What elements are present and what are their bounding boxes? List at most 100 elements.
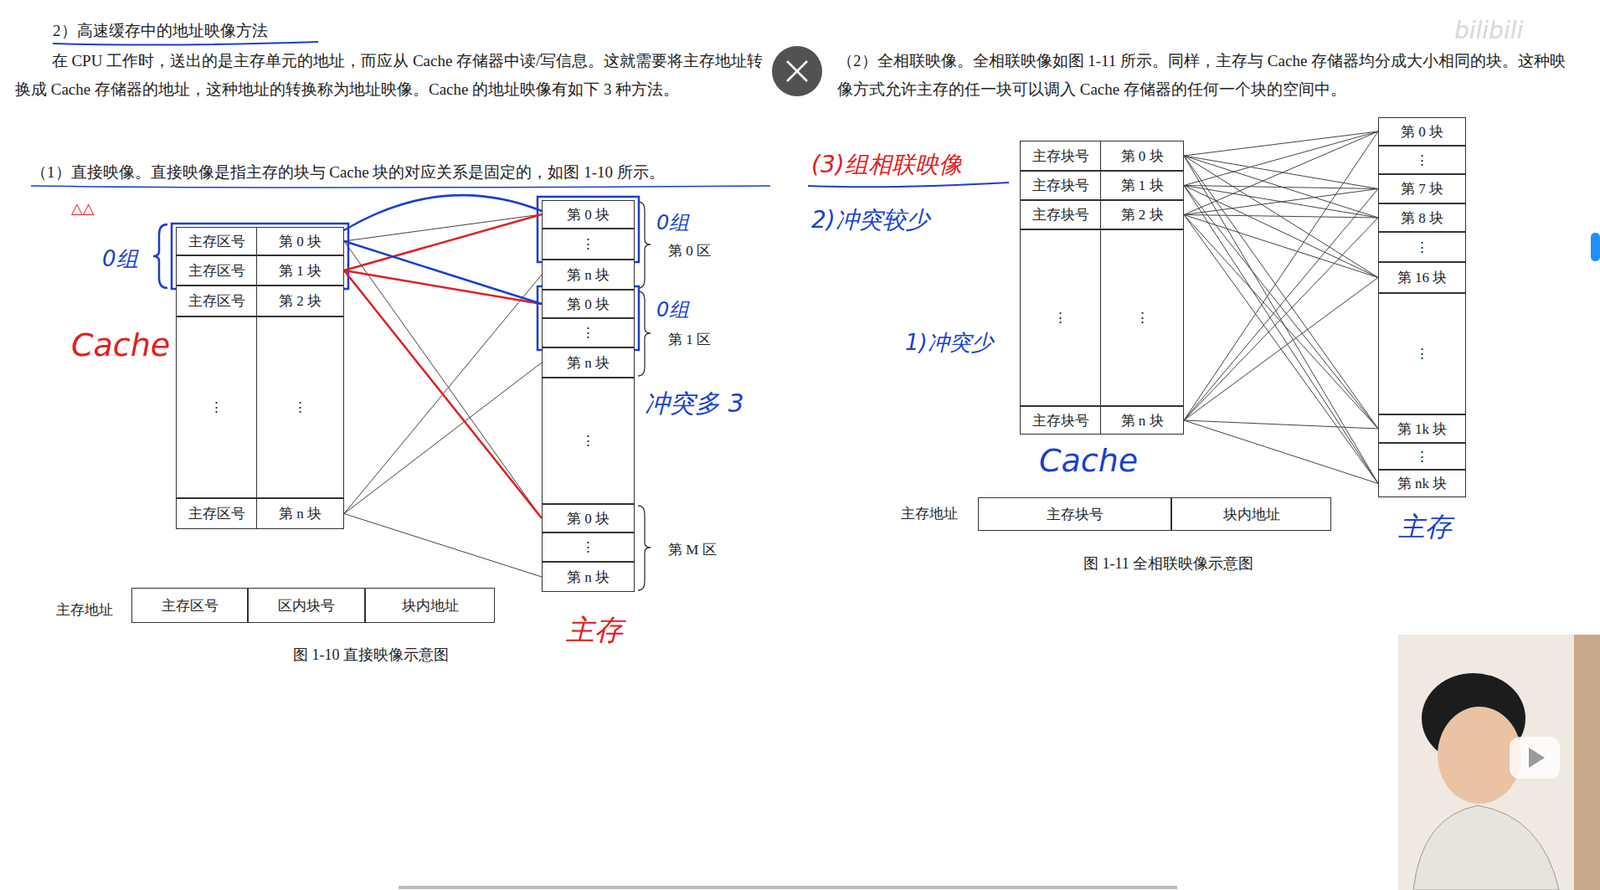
- block-text: 第 1k 块: [1397, 419, 1448, 439]
- memory-block: 主存块号第 0 块: [1019, 140, 1184, 171]
- figure-caption: 图 1-10 直接映像示意图: [293, 644, 449, 665]
- address-label: 主存地址: [56, 600, 114, 620]
- memory-block: 第 n 块: [541, 347, 635, 378]
- mapping-line: [1183, 217, 1379, 421]
- block-text: 第 1 块: [1121, 175, 1164, 196]
- close-icon: [787, 61, 808, 82]
- block-cell: ⋮: [1100, 230, 1184, 406]
- block-cell: 第 n 块: [542, 562, 634, 592]
- block-text: ⋮: [1414, 151, 1430, 170]
- mapping-line: [1183, 185, 1379, 219]
- block-cell: 主存块号: [978, 498, 1171, 530]
- memory-block: 主存区号第 1 块: [175, 255, 345, 286]
- hand-note: 1)冲突少: [905, 328, 993, 358]
- block-text: ⋮: [1414, 238, 1430, 257]
- block-cell: 主存区号: [176, 227, 257, 255]
- block-text: 第 0 块: [566, 205, 610, 225]
- memory-block: ⋮: [1378, 293, 1467, 415]
- memory-block: ⋮: [541, 377, 635, 505]
- block-cell: ⋮: [1378, 443, 1466, 469]
- memory-block: 块内地址: [1171, 497, 1332, 531]
- mapping-line: [1183, 131, 1379, 216]
- hand-note: 主存: [565, 611, 623, 650]
- hand-underline: [52, 41, 319, 46]
- block-text: 第 2 块: [1121, 205, 1164, 225]
- block-text: 主存块号: [1032, 146, 1090, 166]
- region-label: 第 M 区: [668, 540, 717, 560]
- mapping-line: [344, 241, 542, 304]
- block-text: 块内地址: [1223, 504, 1281, 525]
- memory-block: 主存块号 第 1 块: [1019, 170, 1184, 201]
- mapping-line: [344, 514, 542, 578]
- memory-block: 第 0 块: [541, 504, 635, 533]
- block-text: 主存块号: [1046, 504, 1104, 525]
- mapping-line: [1183, 155, 1379, 190]
- block-cell: 第 1 块: [1100, 171, 1184, 200]
- block-cell: 主存区号: [176, 286, 257, 316]
- mapping-line: [1183, 215, 1379, 430]
- close-button: [771, 46, 823, 97]
- hand-note: 0组: [656, 209, 690, 237]
- memory-block: ⋮: [541, 228, 635, 260]
- play-icon: [1509, 736, 1560, 779]
- memory-block: 第 0 块: [541, 200, 635, 229]
- block-cell: 块内地址: [365, 588, 494, 623]
- block-text: 第 0 块: [566, 294, 610, 314]
- block-text: 主存块号: [1032, 175, 1090, 196]
- region-label: 第 1 区: [668, 329, 711, 350]
- block-text: 块内地址: [401, 596, 459, 616]
- region-brace: [637, 505, 651, 591]
- block-text: 主存块号: [1032, 411, 1090, 431]
- block-text: 主存区号: [188, 261, 246, 281]
- figure-caption: 图 1-11 全相联映像示意图: [1083, 553, 1254, 574]
- memory-block: 主存区号 第 0 块: [175, 226, 345, 256]
- block-cell: 第 7 块: [1378, 174, 1466, 203]
- memory-block: ⋮: [541, 318, 635, 348]
- block-text: 主存区号: [188, 291, 246, 311]
- block-text: 主存区号: [188, 231, 246, 252]
- mapping-line: [1183, 189, 1379, 216]
- video-frame: [1398, 634, 1600, 890]
- block-text: 区内块号: [277, 596, 335, 616]
- mapping-line: [1183, 215, 1379, 484]
- memory-block: 第 0 块: [541, 289, 635, 319]
- block-text: 第 2 块: [278, 291, 322, 311]
- mapping-line: [344, 195, 542, 231]
- mapping-line: [1183, 420, 1379, 484]
- block-text: 第 0 块: [278, 231, 322, 252]
- block-text: ⋮: [581, 432, 596, 450]
- block-cell: 区内块号: [248, 588, 365, 623]
- memory-block: 第 n 块: [541, 561, 635, 592]
- scroll-bar: [398, 885, 1178, 890]
- block-text: 第 0 块: [566, 509, 610, 529]
- block-cell: 第 2 块: [256, 286, 344, 316]
- block-text: 第 nk 块: [1397, 473, 1448, 494]
- block-cell: ⋮: [542, 533, 634, 561]
- block-cell: 第 0 块: [1378, 118, 1466, 145]
- block-text: ⋮: [293, 398, 308, 417]
- block-text: 第 16 块: [1397, 267, 1448, 288]
- mapping-line: [1183, 155, 1379, 484]
- block-cell: 第 0 块: [542, 504, 634, 532]
- paragraph: （1）直接映像。直接映像是指主存的块与 Cache 块的对应关系是固定的，如图 …: [30, 161, 665, 184]
- memory-block: ⋮: [1378, 442, 1467, 470]
- region-label: 第 0 区: [668, 241, 711, 261]
- mapping-line: [344, 241, 542, 519]
- memory-block: 主存块号: [977, 497, 1172, 531]
- mapping-line: [1183, 185, 1379, 190]
- block-cell: 第 n 块: [1100, 406, 1184, 434]
- block-cell: 第 2 块: [1100, 200, 1184, 229]
- section-title: 2）高速缓存中的地址映像方法: [52, 20, 268, 42]
- memory-block: 第 7 块: [1378, 174, 1467, 204]
- block-cell: 第 n 块: [542, 260, 634, 289]
- memory-block: ⋮⋮: [175, 316, 345, 499]
- block-cell: 第 n 块: [256, 499, 344, 529]
- block-cell: 第 n 块: [542, 348, 634, 377]
- side-tab: [1590, 232, 1600, 262]
- memory-block: 主存区号 第 2 块: [175, 285, 345, 317]
- hand-note: Cache: [71, 326, 170, 364]
- group-bracket: [153, 224, 168, 289]
- mapping-line: [344, 270, 542, 519]
- block-cell: ⋮: [542, 378, 634, 504]
- block-cell: 主存块号: [1020, 406, 1101, 434]
